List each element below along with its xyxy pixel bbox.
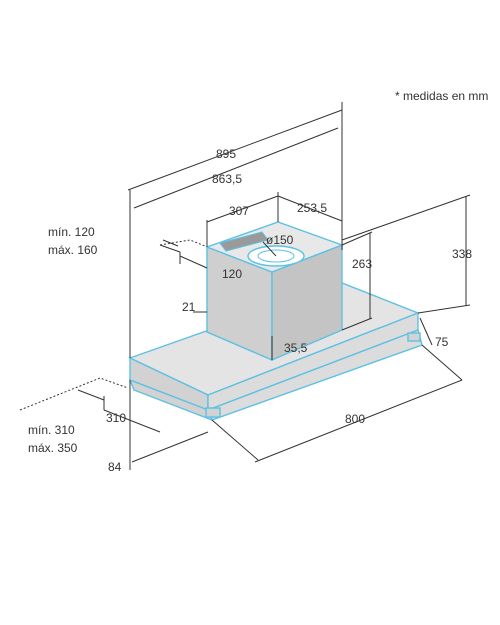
dim-line-310 [103,409,161,433]
label-253-5: 253,5 [297,201,327,215]
ext-338-top [341,194,471,241]
label-120: 120 [222,267,242,281]
ext-263-top [341,231,373,246]
dimension-labels: * medidas en mm 895 863,5 307 253,5 ø150… [28,89,488,474]
dim-line-863 [133,127,339,209]
units-note: * medidas en mm [395,89,488,103]
wall-dash-bottom [19,377,129,411]
arrow-310 [77,389,105,401]
ext-800-right [421,344,463,381]
label-max350: máx. 350 [28,441,78,455]
label-21: 21 [182,300,196,314]
duct-opening-slot [219,231,269,252]
duct-outlet-inner [257,249,295,263]
dimension-lines [19,102,471,470]
leader-dia150 [262,241,277,257]
dim-line-84 [131,431,209,463]
ext-263-bottom [341,317,373,331]
front-knob [205,407,221,418]
label-min120: mín. 120 [48,225,95,239]
ext-338-bottom [417,304,471,314]
wall-dash-top [159,239,206,247]
dim-line-253 [277,195,343,222]
label-max160: máx. 160 [48,243,98,257]
label-263: 263 [352,257,372,271]
label-307: 307 [229,204,249,218]
dim-line-800 [254,379,463,463]
label-75: 75 [435,335,449,349]
label-84: 84 [108,460,122,474]
dim-line-307 [206,195,279,223]
label-min310: mín. 310 [28,423,75,437]
label-895: 895 [216,147,236,161]
label-dia150: ø150 [266,233,294,247]
dim-line-75 [419,317,433,346]
label-310: 310 [106,411,126,425]
label-35-5: 35,5 [284,341,308,355]
leader-min120 [159,244,181,253]
ext-800-left [211,419,259,461]
rear-knob [407,332,421,342]
label-863-5: 863,5 [212,172,242,186]
label-338: 338 [452,247,472,261]
arrow-120-a [162,239,179,247]
label-800: 800 [345,412,365,426]
dim-line-120 [179,255,208,269]
dim-line-895 [127,109,343,191]
